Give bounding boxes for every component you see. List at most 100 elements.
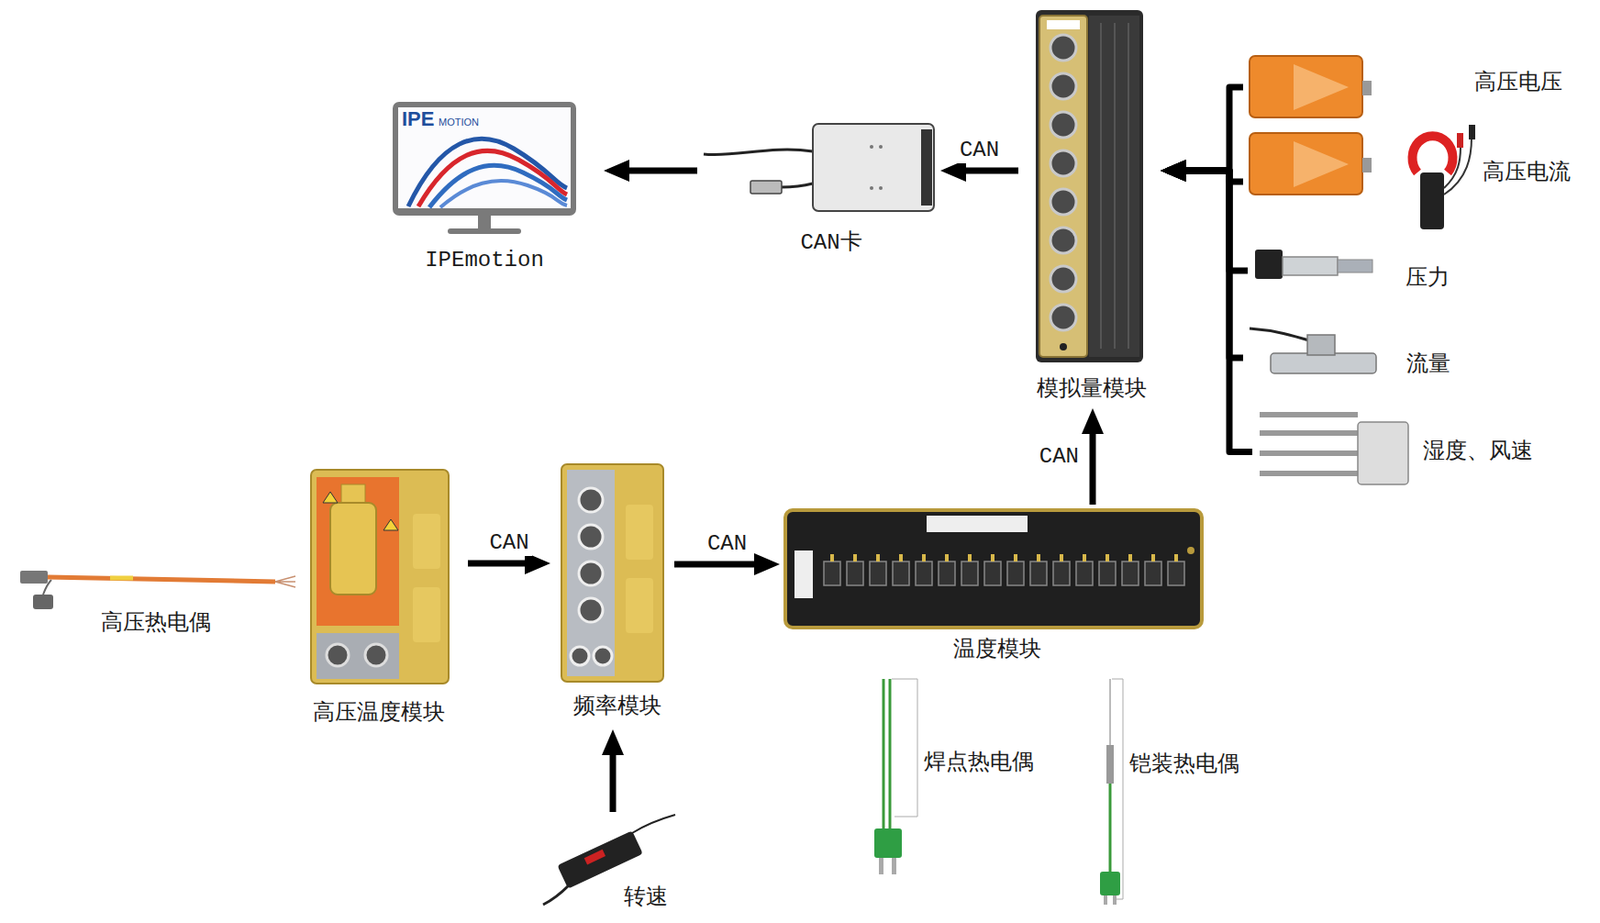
analog-module-part bbox=[1127, 22, 1130, 349]
bus-label: CAN bbox=[956, 137, 1002, 164]
hv-thermocouple-part bbox=[275, 576, 296, 588]
monitor-part bbox=[398, 107, 571, 209]
logo-text: MOTION bbox=[438, 116, 479, 129]
temperature-module-part bbox=[823, 561, 1185, 586]
device-label: 高压电流 bbox=[1482, 160, 1571, 187]
voltage-sensor-part bbox=[1362, 80, 1372, 96]
temperature-module-part-part bbox=[892, 561, 910, 586]
armored-thermocouple-part bbox=[1106, 744, 1114, 784]
device-node: 高压电压 bbox=[1243, 50, 1592, 124]
frequency-module-part bbox=[578, 524, 603, 549]
temperature-module-part-part bbox=[1082, 554, 1087, 562]
frequency-module-part bbox=[625, 577, 654, 634]
hv-temperature-module-part bbox=[316, 633, 400, 679]
can-arrow bbox=[610, 751, 617, 812]
hv-thermocouple-icon bbox=[20, 570, 296, 610]
device-node: 转速 bbox=[541, 811, 679, 918]
device-node: 高压电流 bbox=[1243, 126, 1592, 237]
temperature-module-part-part bbox=[1122, 561, 1139, 586]
device-label: 转速 bbox=[623, 885, 668, 912]
armored-thermocouple-part bbox=[1111, 678, 1123, 900]
monitor-part bbox=[418, 150, 567, 207]
hv-temperature-module-part bbox=[383, 519, 399, 531]
analog-module-icon bbox=[1035, 10, 1144, 363]
device-label: 压力 bbox=[1405, 266, 1450, 292]
flow-sensor-part bbox=[1270, 353, 1377, 374]
current-sensor-part bbox=[1249, 133, 1363, 195]
device-node: 频率模块 bbox=[550, 458, 675, 730]
can-arrow bbox=[1089, 430, 1097, 505]
pressure-sensor-icon bbox=[1255, 249, 1373, 279]
hv-temperature-module-part bbox=[365, 644, 388, 667]
frequency-module-part bbox=[578, 488, 603, 512]
monitor-part bbox=[392, 101, 577, 216]
temperature-module-part-part bbox=[1036, 554, 1041, 562]
device-node: 流量 bbox=[1243, 321, 1468, 395]
current-sensor-part bbox=[1293, 141, 1349, 188]
temperature-module-part bbox=[1187, 546, 1195, 555]
frequency-module-part bbox=[566, 469, 615, 677]
analog-module-part bbox=[1050, 34, 1077, 61]
speed-sensor-part bbox=[632, 814, 676, 834]
armored-thermocouple-icon bbox=[1100, 678, 1123, 905]
temperature-module-part-part bbox=[944, 554, 949, 562]
temperature-module-part-part bbox=[1013, 554, 1018, 562]
voltage-sensor-part bbox=[1249, 55, 1363, 118]
frequency-module-part bbox=[625, 504, 654, 560]
analog-module-part bbox=[1050, 266, 1077, 292]
hv-temperature-module-part bbox=[341, 484, 366, 505]
can-arrow bbox=[1182, 170, 1244, 358]
welded-thermocouple-part bbox=[882, 678, 886, 831]
temperature-module-part bbox=[794, 550, 813, 599]
hv-thermocouple-part bbox=[43, 579, 52, 595]
device-label: 高压电压 bbox=[1474, 70, 1563, 97]
hv-thermocouple-part bbox=[110, 576, 134, 581]
hv-thermocouple-part bbox=[33, 594, 54, 610]
hv-temperature-module-part bbox=[412, 587, 441, 643]
welded-thermocouple-part bbox=[888, 678, 892, 831]
monitor-part bbox=[429, 165, 567, 208]
humidity-wind-sensor-part bbox=[1357, 422, 1409, 485]
temperature-module-part-part bbox=[1144, 561, 1162, 586]
can-arrow bbox=[1182, 170, 1253, 453]
monitor-part bbox=[477, 215, 491, 229]
welded-thermocouple-part bbox=[878, 857, 884, 875]
analog-module-part bbox=[1100, 22, 1102, 349]
monitor-part bbox=[447, 228, 522, 234]
flow-sensor-icon bbox=[1249, 328, 1377, 374]
can-card-part bbox=[878, 144, 883, 149]
device-node: 高压温度模块 bbox=[293, 463, 468, 734]
frequency-module-part bbox=[561, 464, 664, 682]
temperature-module-part-part bbox=[990, 554, 995, 562]
device-label: 湿度、风速 bbox=[1422, 439, 1534, 466]
voltage-sensor-icon bbox=[1249, 55, 1372, 118]
temperature-module-part-part bbox=[1105, 554, 1110, 562]
current-sensor-part bbox=[1468, 124, 1476, 140]
temperature-module-part-part bbox=[853, 554, 857, 562]
can-arrow bbox=[674, 561, 758, 568]
current-sensor-icon bbox=[1249, 124, 1476, 230]
humidity-wind-sensor-part bbox=[1259, 450, 1358, 456]
temperature-module-part-part bbox=[984, 561, 1001, 586]
analog-module-part bbox=[1050, 73, 1077, 100]
temperature-module-part-part bbox=[823, 561, 841, 586]
temperature-module-part-part bbox=[1076, 561, 1093, 586]
temperature-module-part-part bbox=[967, 554, 972, 562]
humidity-wind-sensor-icon bbox=[1259, 414, 1409, 485]
can-arrow bbox=[962, 167, 1019, 175]
device-node: 焊点热电偶 bbox=[876, 674, 1074, 881]
temperature-module-part bbox=[830, 554, 1178, 562]
pressure-sensor-part bbox=[1282, 256, 1338, 276]
temperature-module-part-part bbox=[915, 561, 933, 586]
frequency-module-icon bbox=[561, 464, 664, 682]
temperature-module-part bbox=[785, 510, 1202, 628]
armored-thermocouple-part bbox=[1100, 871, 1121, 896]
monitor-part bbox=[408, 138, 567, 207]
temperature-module-part-part bbox=[876, 554, 880, 562]
frequency-module-part bbox=[570, 646, 589, 666]
armored-thermocouple-part bbox=[1112, 895, 1117, 905]
current-sensor-part bbox=[1362, 157, 1372, 173]
device-label: 焊点热电偶 bbox=[923, 750, 1034, 777]
